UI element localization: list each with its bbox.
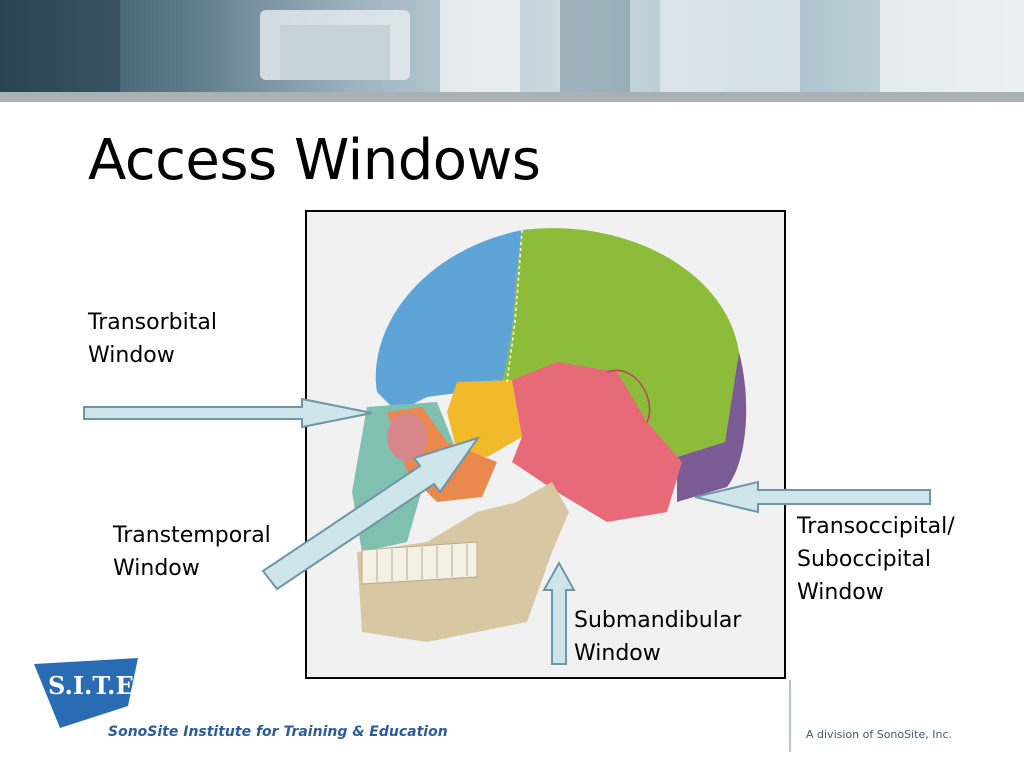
submandibular-label: Submandibular Window	[574, 604, 741, 670]
transtemporal-line1: Transtemporal	[113, 523, 271, 548]
transtemporal-line2: Window	[113, 556, 200, 581]
transoccipital-label: Transoccipital/ Suboccipital Window	[797, 510, 955, 609]
site-logo-shape	[34, 658, 138, 728]
transoccipital-line2: Suboccipital	[797, 547, 931, 572]
site-logo: S.I.T.E.	[34, 658, 142, 728]
submandibular-line1: Submandibular	[574, 608, 742, 633]
occipital-bone	[677, 352, 747, 502]
institute-name: SonoSite Institute for Training & Educat…	[108, 724, 448, 740]
temporal-bone	[512, 362, 682, 522]
footer-divider	[789, 680, 791, 752]
slide-title: Access Windows	[88, 128, 541, 193]
teeth	[361, 541, 478, 585]
transorbital-arrow	[83, 397, 373, 429]
header-banner	[0, 0, 1024, 92]
transtemporal-arrow	[261, 436, 481, 591]
transorbital-label: Transorbital Window	[88, 306, 217, 372]
transoccipital-arrow	[694, 480, 931, 514]
sphenoid-bone	[447, 380, 522, 457]
orbit	[387, 413, 427, 461]
transtemporal-label: Transtemporal Window	[113, 519, 271, 585]
transoccipital-line3: Window	[797, 580, 884, 605]
transoccipital-line1: Transoccipital/	[797, 514, 955, 539]
transorbital-line1: Transorbital	[88, 310, 217, 335]
banner-photo	[0, 0, 1024, 92]
header-divider	[0, 92, 1024, 102]
site-logo-mark: S.I.T.E.	[48, 671, 142, 700]
transorbital-line2: Window	[88, 343, 175, 368]
submandibular-arrow	[542, 560, 576, 665]
parietal-bone	[502, 228, 739, 457]
frontal-bone	[375, 230, 522, 412]
submandibular-line2: Window	[574, 641, 661, 666]
division-text: A division of SonoSite, Inc.	[806, 728, 952, 741]
